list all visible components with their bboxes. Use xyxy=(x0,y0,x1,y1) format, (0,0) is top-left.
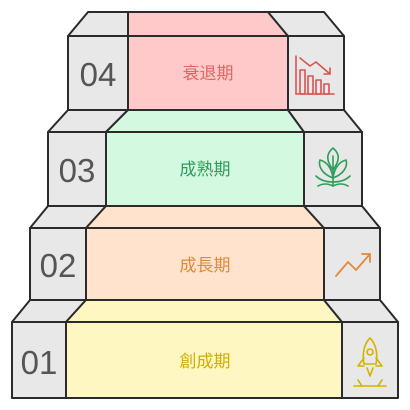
step-01-middle-top xyxy=(65,299,343,323)
step-04-label: 衰退期 xyxy=(183,64,234,84)
step-02-number: 02 xyxy=(40,247,77,284)
growth-arrow-icon xyxy=(335,253,371,277)
step-03-middle-top xyxy=(105,109,305,133)
step-04 xyxy=(67,11,345,111)
step-02-right-front xyxy=(323,227,381,301)
step-01-number: 01 xyxy=(21,344,58,381)
step-02 xyxy=(29,205,381,301)
declining-bar-chart-icon xyxy=(295,55,335,95)
step-03-number: 03 xyxy=(59,152,96,189)
plant-sprout-icon xyxy=(315,147,351,187)
step-01-label: 創成期 xyxy=(180,352,231,372)
step-03-label: 成熟期 xyxy=(180,159,231,180)
step-04-number: 04 xyxy=(80,56,117,93)
step-02-middle-top xyxy=(85,205,325,229)
rocket-launch-icon xyxy=(353,337,387,387)
step-04-left-top xyxy=(67,11,129,37)
step-01 xyxy=(11,299,399,399)
step-01-right-front xyxy=(341,321,399,399)
step-02-label: 成長期 xyxy=(180,256,231,276)
step-04-middle-top xyxy=(127,11,289,37)
